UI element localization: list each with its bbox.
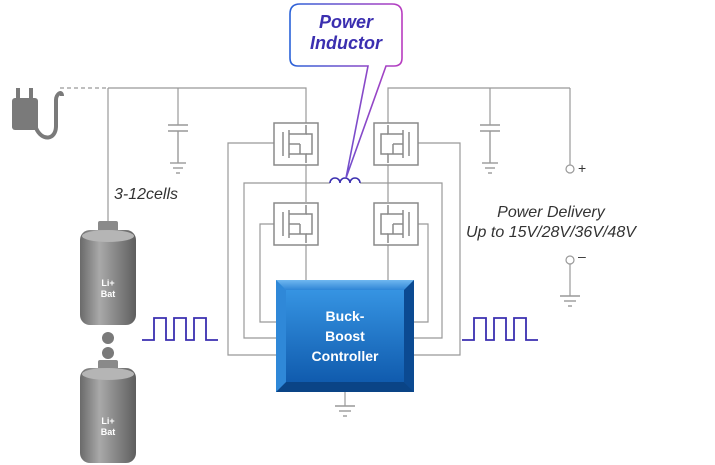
output-terminal-minus (565, 255, 575, 265)
battery-dots-icon (102, 332, 114, 359)
battery-bottom-label: Li+ Bat (80, 416, 136, 438)
controller-label: Buck- Boost Controller (276, 280, 414, 392)
terminal-plus-label: + (578, 160, 587, 176)
battery-top-line1: Li+ (101, 278, 115, 288)
terminal-minus-label: – (578, 248, 586, 264)
callout-label: Power Inductor (292, 12, 400, 54)
input-capacitor (168, 124, 188, 174)
battery-bottom-line2: Bat (100, 427, 116, 437)
output-capacitor (480, 124, 500, 174)
battery-top-icon (80, 221, 136, 325)
output-ground-icon (560, 295, 580, 307)
power-plug-icon (12, 88, 64, 140)
callout-bubble (289, 3, 403, 179)
inductor (329, 177, 361, 184)
callout-line2: Inductor (310, 33, 382, 53)
controller-line2: Boost (325, 328, 365, 344)
power-delivery-line2: Up to 15V/28V/36V/48V (466, 224, 636, 241)
callout-line1: Power (318, 12, 374, 32)
power-delivery-line1: Power Delivery (497, 204, 605, 221)
pwm-waveform-right (462, 317, 538, 341)
battery-bottom-line1: Li+ (101, 416, 115, 426)
battery-bottom-icon (80, 360, 136, 463)
power-delivery-label: Power Delivery Up to 15V/28V/36V/48V (466, 203, 636, 243)
mosfet-low-left-icon (273, 202, 319, 246)
mosfet-high-right-icon (373, 122, 419, 166)
pwm-waveform-left (142, 317, 218, 341)
mosfet-high-left-icon (273, 122, 319, 166)
cells-label: 3-12cells (114, 186, 179, 203)
controller-ground-icon (335, 405, 355, 417)
mosfet-low-right-icon (373, 202, 419, 246)
controller-block (276, 280, 414, 392)
battery-top-line2: Bat (100, 289, 116, 299)
battery-top-label: Li+ Bat (80, 278, 136, 300)
controller-line3: Controller (311, 348, 379, 364)
wires (107, 87, 571, 406)
controller-line1: Buck- (325, 308, 365, 324)
output-terminal-plus (565, 164, 575, 174)
